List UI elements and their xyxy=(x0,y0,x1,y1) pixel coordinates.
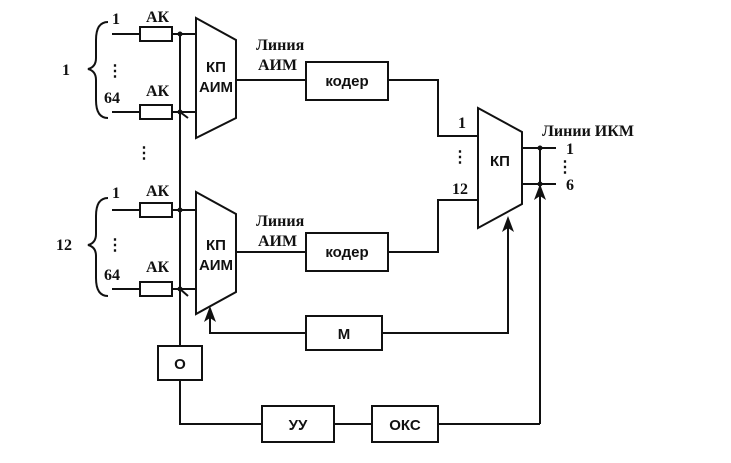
ak-label: АК xyxy=(146,259,170,276)
kp-input-last: 12 xyxy=(452,181,468,198)
ak-label: АК xyxy=(146,83,170,100)
o-block-label: О xyxy=(174,356,186,373)
junction-dot xyxy=(177,109,183,115)
junction-dot xyxy=(537,145,543,151)
junction-dot xyxy=(537,181,543,187)
kp-input-dots: ⋮ xyxy=(452,149,468,166)
coder-2 xyxy=(305,232,389,272)
between-groups-dots: ⋮ xyxy=(136,145,152,162)
arrow-head xyxy=(502,216,514,232)
kp-input-first: 1 xyxy=(458,115,466,132)
line-aim-2-label: Линия xyxy=(256,213,305,230)
line-aim-1-label: Линия xyxy=(256,37,305,54)
m-to-kp xyxy=(382,224,509,334)
kp-aim-1 xyxy=(195,16,237,140)
ikm-lines-label: Линии ИКМ xyxy=(542,123,634,140)
group1-first-channel: 1 xyxy=(112,11,120,28)
group12-brace xyxy=(87,197,109,297)
kp-aim-1-label-bottom: АИМ xyxy=(199,79,233,96)
kp-main-label: КП xyxy=(490,153,510,170)
kp-aim-2-label-top: КП xyxy=(206,237,226,254)
group1-last-channel: 64 xyxy=(104,90,120,107)
m-block xyxy=(305,315,383,351)
m-block-label: М xyxy=(338,326,351,343)
coder-1-label: кодер xyxy=(325,73,368,90)
kp-main xyxy=(477,106,523,230)
ak-block xyxy=(139,26,173,42)
group12-dots: ⋮ xyxy=(107,237,123,254)
ak-block xyxy=(139,202,173,218)
kp-aim-2 xyxy=(195,190,237,316)
group1-dots: ⋮ xyxy=(107,63,123,80)
coder-2-output xyxy=(388,199,478,253)
uu-block-label: УУ xyxy=(289,417,308,434)
ikm-first: 1 xyxy=(566,141,574,158)
ikm-dots: ⋮ xyxy=(557,159,573,176)
line-aim-1-label-2: АИМ xyxy=(258,57,297,74)
coder-1-output xyxy=(388,79,478,137)
o-block xyxy=(157,345,203,381)
group12-first-channel: 1 xyxy=(112,185,120,202)
junction-dot xyxy=(177,207,183,213)
line-aim-2-label-2: АИМ xyxy=(258,233,297,250)
ak-block xyxy=(139,104,173,120)
coder-1 xyxy=(305,61,389,101)
oks-block-label: ОКС xyxy=(389,417,421,434)
uu-block xyxy=(261,405,335,443)
o-to-uu xyxy=(179,380,262,425)
arrow-head xyxy=(204,306,216,322)
group1-label: 1 xyxy=(62,62,70,79)
arrow-head xyxy=(534,184,546,200)
coder-2-label: кодер xyxy=(325,244,368,261)
group12-label: 12 xyxy=(56,237,72,254)
group1-brace xyxy=(87,21,109,119)
ak-block xyxy=(139,281,173,297)
m-to-kp-aim xyxy=(209,314,306,334)
ikm-last: 6 xyxy=(566,177,574,194)
junction-dot xyxy=(177,286,183,292)
group12-last-channel: 64 xyxy=(104,267,120,284)
ak-label: АК xyxy=(146,9,170,26)
kp-aim-2-label-bottom: АИМ xyxy=(199,257,233,274)
ak-label: АК xyxy=(146,183,170,200)
kp-aim-1-label-top: КП xyxy=(206,59,226,76)
junction-dot xyxy=(177,31,183,37)
